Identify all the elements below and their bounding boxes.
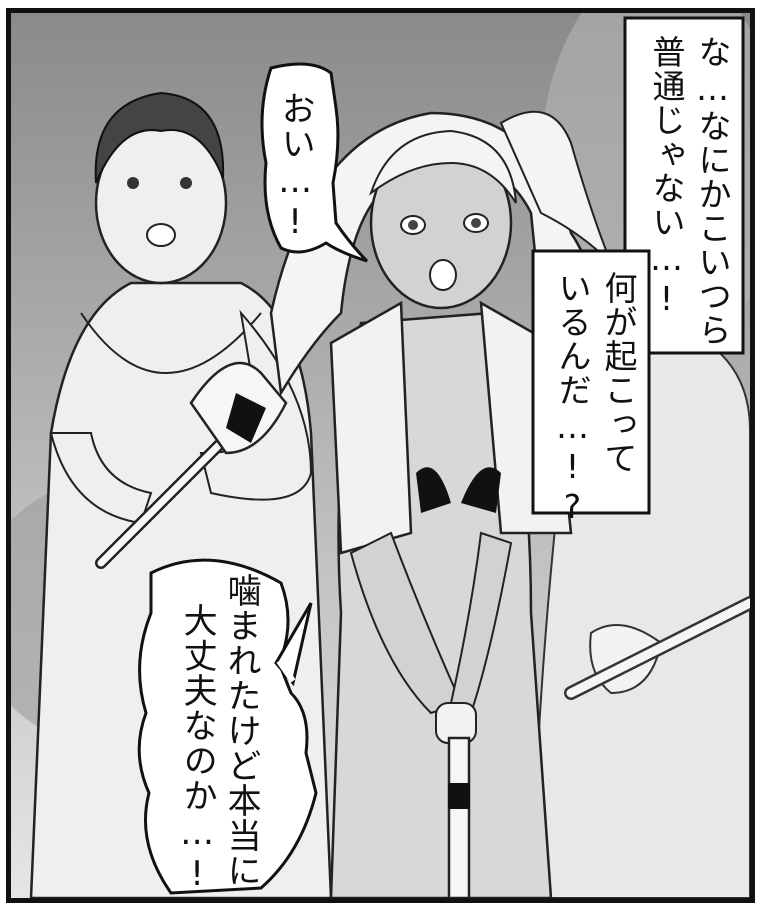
comic-panel: おい…! な…なにかこいつら 普通じゃない…! 何が起こって いるんだ…!? 噛… [6,8,755,903]
narration-right-1-line-2: 普通じゃない…! [646,35,686,319]
bat-center [447,736,471,898]
narration-box-right-2 [531,249,651,515]
panel-artwork [11,13,750,898]
narration-right-1-line-1: な…なにかこいつら [692,35,732,347]
speech-top-text: おい…! [275,91,316,243]
narration-right-2-line-1: 何が起こって [598,271,638,475]
speech-bubble-bottom [137,558,318,895]
narration-right-2-line-2: いるんだ…!? [552,271,592,527]
axe [95,361,288,569]
speech-bubble-top [260,62,369,263]
speech-bottom-line-2: 大丈夫なのか…!? [177,603,218,903]
speech-bottom-line-1: 噛まれたけど本当に [221,573,262,888]
